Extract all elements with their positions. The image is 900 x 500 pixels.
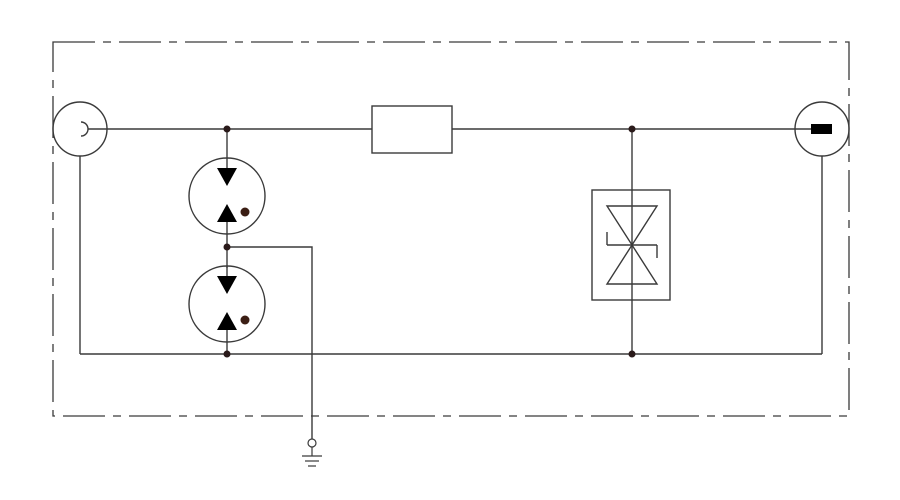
suppressor-diode <box>591 189 671 301</box>
gas-discharge-tube-upper <box>188 157 266 235</box>
gdt-lower-up-arrow <box>217 312 237 330</box>
gdt-lower-indicator-dot <box>240 315 250 325</box>
gdt-upper-up-arrow <box>217 204 237 222</box>
input-terminal-inner-contact <box>80 121 89 137</box>
tvs-triangle-down <box>605 205 659 247</box>
output-terminal-contact <box>811 124 832 134</box>
earth-terminal-contact <box>307 438 317 448</box>
gdt-upper-down-arrow <box>217 168 237 186</box>
earth-tap-line <box>227 246 313 439</box>
earth-terminal <box>302 438 322 467</box>
tvs-housing <box>591 189 671 301</box>
gas-discharge-tube-lower <box>188 265 266 343</box>
gdt-lower-down-arrow <box>217 276 237 294</box>
gdt-upper-indicator-dot <box>240 207 250 217</box>
device-enclosure <box>52 41 850 417</box>
junction-node <box>628 125 636 133</box>
junction-node <box>223 350 231 358</box>
tvs-triangle-up <box>605 243 659 285</box>
junction-node <box>223 125 231 133</box>
junction-node <box>223 243 231 251</box>
series-element <box>371 105 453 154</box>
junction-node <box>628 350 636 358</box>
